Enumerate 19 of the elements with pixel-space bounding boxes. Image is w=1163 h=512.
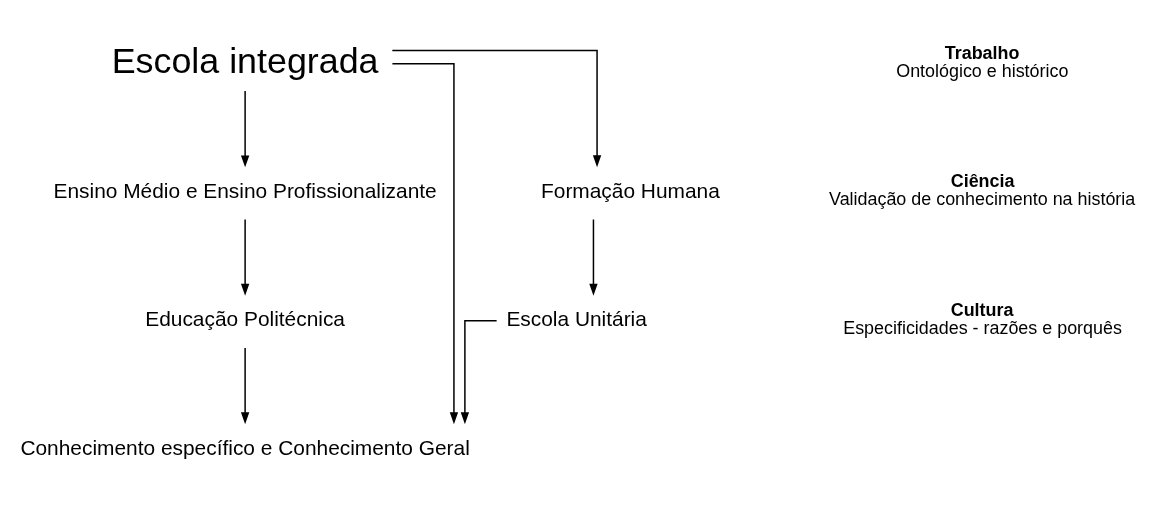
node-text: Ensino Médio e Ensino Profissionalizante [53, 178, 437, 202]
label: Validação de conhecimento na história [829, 188, 1136, 209]
arrow [240, 218, 250, 296]
label: Ciência [950, 170, 1015, 191]
node-text: Formação Humana [541, 178, 720, 202]
arrow [240, 346, 250, 424]
node-text: Escola Unitária [506, 306, 647, 330]
node-text: Escola integrada [111, 40, 379, 81]
label: Trabalho [944, 42, 1020, 63]
arrow [391, 62, 459, 424]
node-text: Conhecimento específico e Conhecimento Geral [20, 435, 470, 459]
arrow [460, 319, 498, 424]
node-text: Educação Politécnica [145, 306, 345, 330]
arrow [391, 49, 602, 167]
label: Ontológico e histórico [896, 60, 1069, 81]
arrow [240, 89, 250, 167]
label: Cultura [950, 299, 1014, 320]
label: Especificidades - razões e porquês [843, 317, 1122, 338]
arrow [589, 218, 598, 296]
